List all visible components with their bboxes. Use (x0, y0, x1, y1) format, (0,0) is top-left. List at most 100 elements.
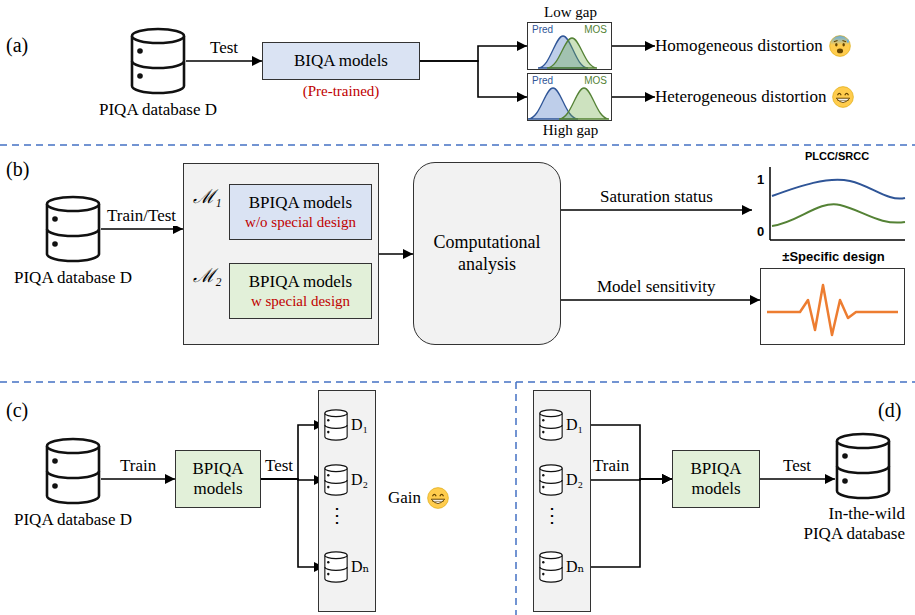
database-body (837, 441, 889, 498)
edge-label: Test (781, 456, 813, 476)
chart-box: PredMOSHigh gap (527, 73, 612, 121)
node-text: Pred (532, 75, 553, 87)
database-outline (835, 432, 891, 500)
dataset-icon: D₂ (539, 464, 583, 496)
node-text: 1 (757, 172, 764, 188)
database-body (325, 413, 347, 440)
node-text: In-the-wild PIQA database (793, 504, 905, 545)
model-box: BPIQA modelsw special design (229, 263, 372, 319)
database-outline (45, 195, 101, 263)
dataset-icon: Dₙ (324, 551, 369, 583)
node-text: ±Specific design (751, 249, 915, 265)
separator (0, 145, 915, 615)
database-dot (542, 474, 544, 477)
result-text: Homogeneous distortion (655, 36, 823, 56)
database-top (837, 434, 889, 448)
database-dot (52, 483, 58, 489)
node-text: ℳ₂ (193, 265, 222, 288)
model-box: Computational analysis (413, 162, 561, 345)
connector-arrow (585, 479, 673, 567)
node-text: 0 (757, 224, 764, 240)
emoji-teeth (432, 501, 444, 502)
node-text: Pred (532, 24, 553, 36)
y-axis (769, 167, 771, 240)
database-dot (327, 431, 329, 434)
database-outline (324, 409, 348, 441)
database-ring (47, 471, 99, 478)
node-text: BPIQA models (180, 459, 256, 500)
model-box: BIQA models(Pre-trained) (262, 42, 420, 80)
connector-arrow (186, 60, 262, 62)
emoji-eye (433, 494, 444, 496)
node-text: PIQA database D (14, 510, 132, 530)
connector-arrow (420, 46, 527, 61)
database-body (325, 468, 347, 495)
emoji-brow (834, 41, 846, 42)
sensitivity-signal (767, 285, 898, 335)
database-top (325, 410, 347, 417)
grin-emoji (427, 487, 449, 509)
anxious-emoji (829, 35, 851, 57)
database-body (325, 555, 347, 582)
database-ring (47, 229, 99, 236)
result-text: Heterogeneous distortion (655, 87, 826, 107)
database-top (132, 29, 184, 43)
node-text: Low gap (518, 3, 623, 21)
database-body (132, 36, 184, 93)
emoji-eye (835, 43, 837, 47)
database-dot (327, 486, 329, 489)
node-text: Computational analysis (418, 232, 556, 275)
dataset-icon: D₁ (324, 409, 368, 441)
database-dot (52, 458, 58, 464)
node-text: ⋮ (325, 503, 349, 527)
database-ring (540, 425, 562, 428)
database-top (540, 552, 562, 559)
separator-line (0, 144, 915, 146)
dataset-icon: D₂ (324, 464, 368, 496)
database-dot (542, 431, 544, 434)
emoji-face (428, 488, 449, 509)
connector-arrow (612, 45, 655, 47)
database-body (47, 204, 99, 261)
group-box: ℳ₁ℳ₂BPIQA modelsw/o special designBPIQA … (183, 163, 379, 345)
connector-arrow (420, 61, 527, 97)
database-body (540, 413, 562, 440)
database-dot (327, 474, 329, 477)
node-text: PLCC/SRCC (782, 150, 892, 163)
chart-box: Low gapPredMOS (527, 22, 612, 70)
database-dot (542, 419, 544, 422)
connector-arrow (101, 228, 183, 230)
database-ring (837, 466, 889, 473)
grin-emoji (832, 86, 854, 108)
database-dot (327, 419, 329, 422)
database-ring (325, 567, 347, 570)
metric-chart: PLCC/SRCC 1 0 (752, 150, 907, 246)
database-top (325, 465, 347, 472)
database-outline (324, 464, 348, 496)
connector-arrow (101, 478, 175, 480)
database-body (540, 555, 562, 582)
database-dot (842, 453, 848, 459)
emoji-mouth (431, 499, 444, 503)
metric-curve (772, 204, 905, 226)
database-icon: PIQA database D (45, 437, 101, 505)
node-text: MOS (584, 24, 607, 36)
connector-arrow (261, 479, 324, 567)
panel-label: (b) (6, 157, 29, 181)
node-text: (Pre-trained) (263, 82, 419, 100)
connector-arrow (583, 425, 672, 479)
database-outline (45, 437, 101, 505)
emoji-face (833, 87, 854, 108)
database-dot (542, 573, 544, 576)
node-text: BPIQA models (249, 193, 352, 213)
mos-curve (559, 88, 609, 119)
node-text: Dₙ (566, 557, 584, 576)
node-text: BIQA models (294, 51, 388, 71)
connector-arrow (261, 425, 324, 479)
node-text: D₁ (351, 415, 368, 434)
connector-arrow (612, 96, 655, 98)
edge-label: Train (591, 456, 631, 476)
node-text: BPIQA models (677, 459, 755, 500)
connector-arrow (561, 209, 752, 211)
emoji-teeth (837, 100, 849, 101)
